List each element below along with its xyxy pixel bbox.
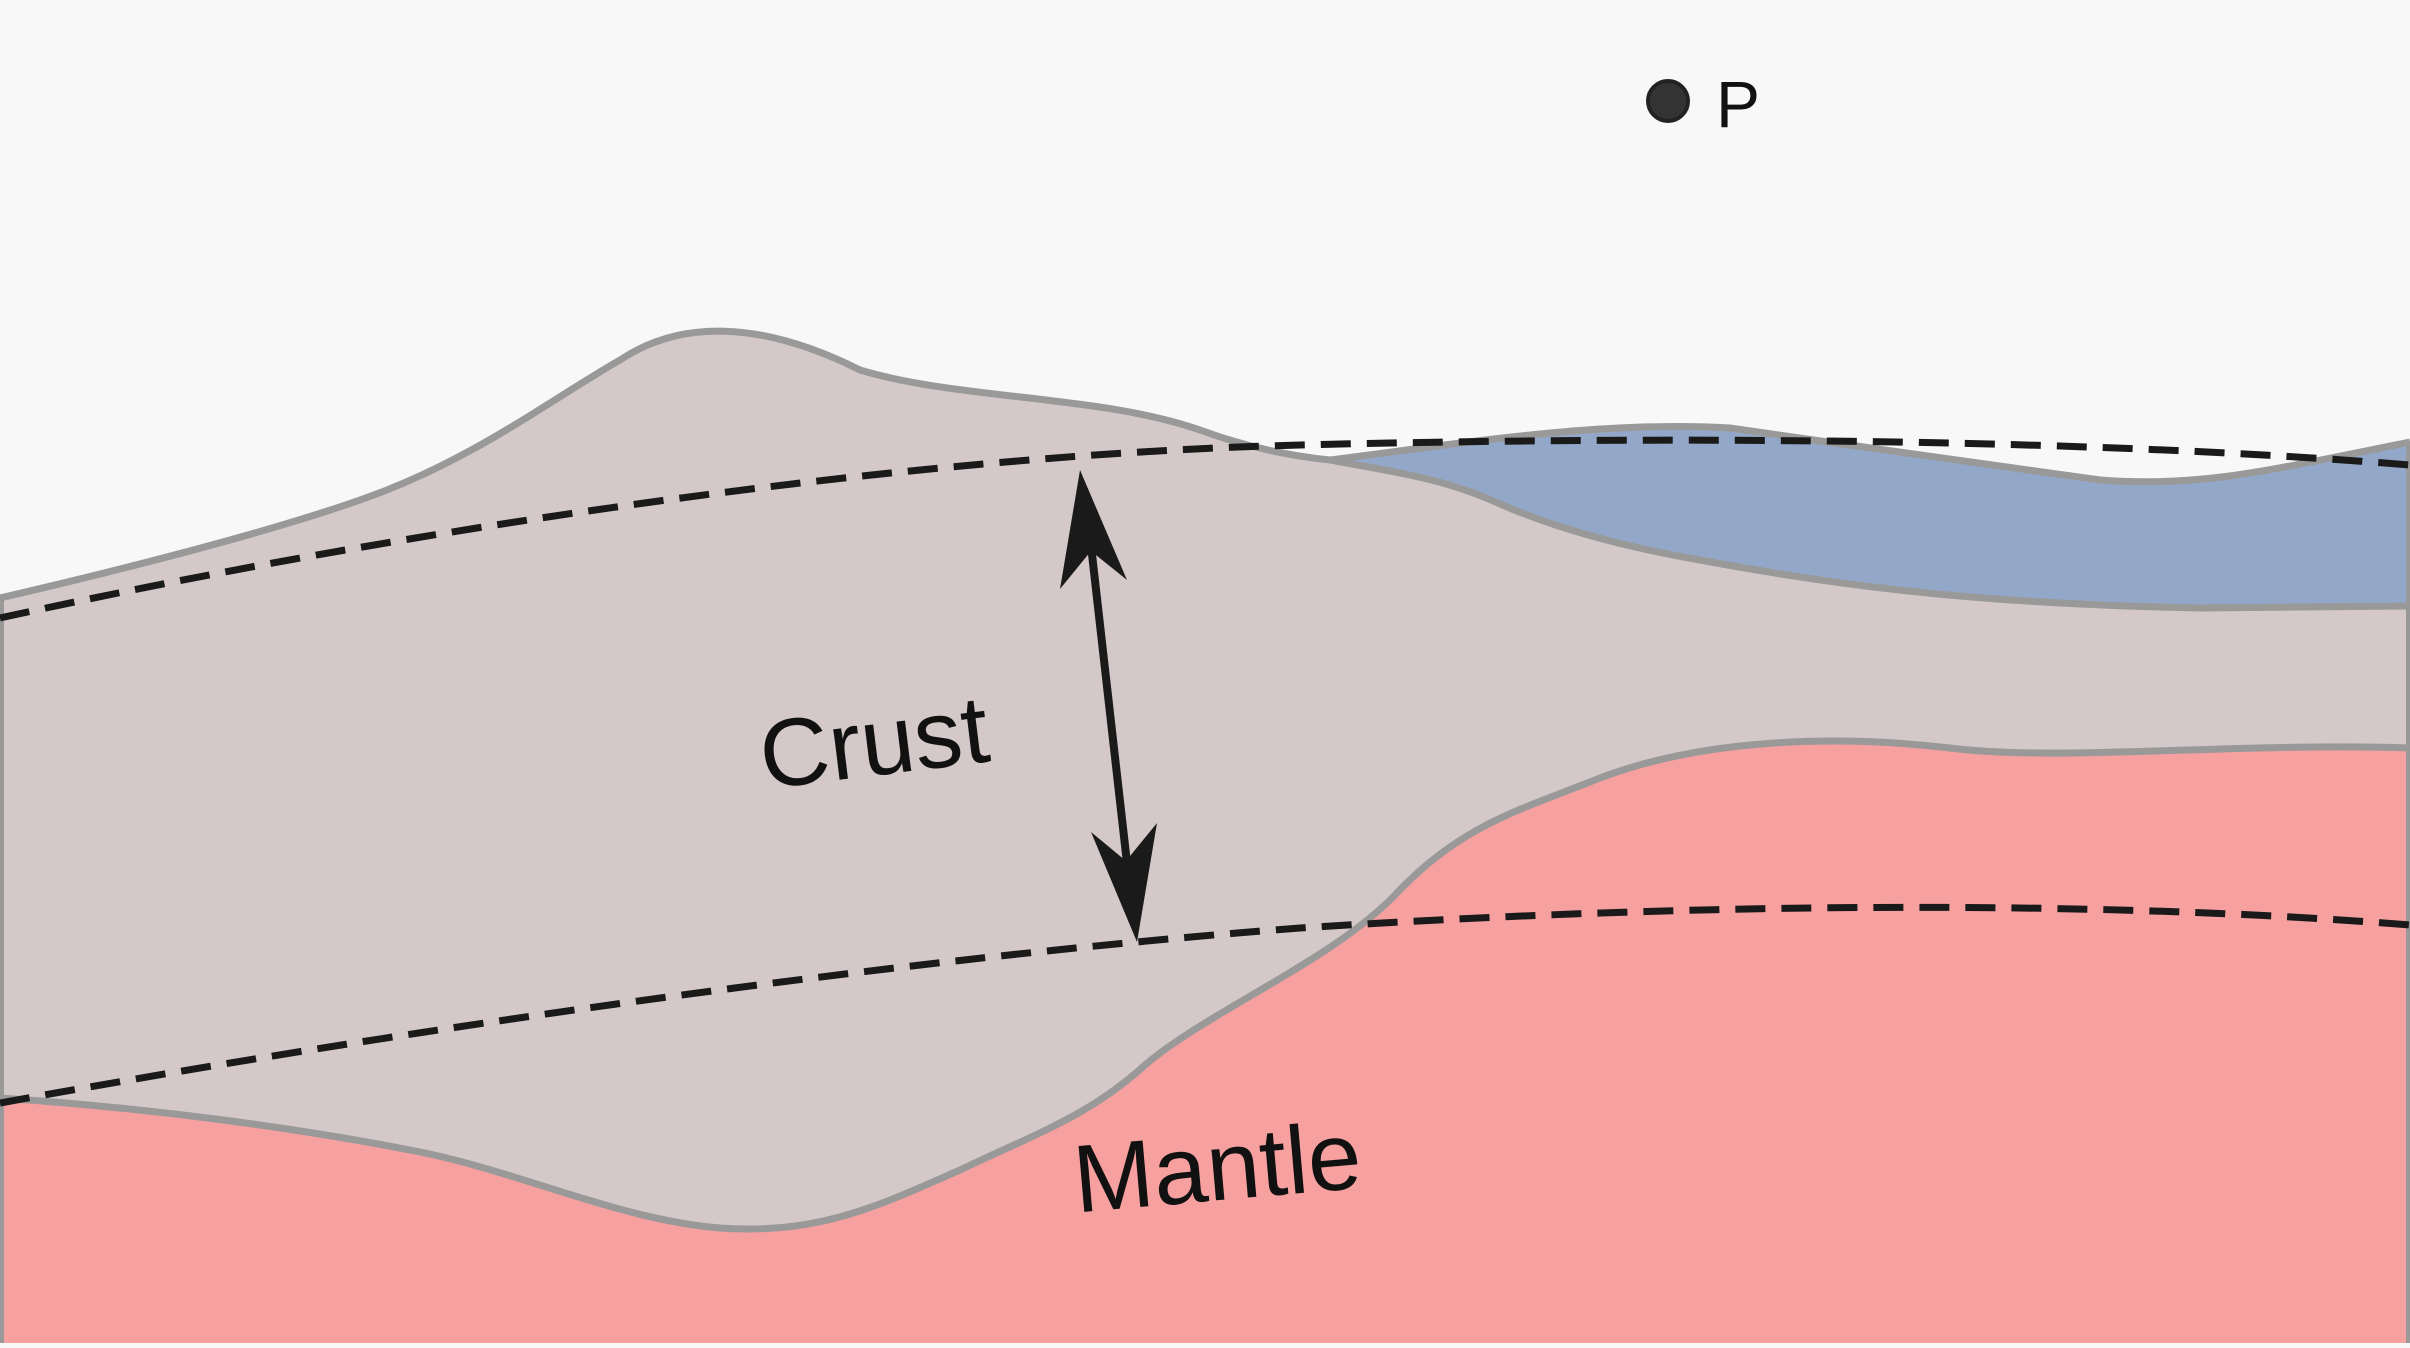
water-region (1330, 426, 2410, 608)
arrow-head-up (1060, 470, 1127, 589)
point-label: P (1716, 67, 1760, 141)
arrow-head-down (1091, 823, 1157, 942)
surface-boundary (0, 327, 2410, 602)
thickness-arrow (1060, 470, 1157, 942)
point-marker (1646, 79, 1690, 123)
arrow-shaft (1083, 509, 1132, 873)
crust-base-under-water-boundary (1329, 456, 2410, 612)
lower-dashed-line (0, 903, 2410, 1107)
mantle-label: Mantle (1069, 1102, 1365, 1234)
upper-dashed-line (0, 436, 2410, 622)
moho-boundary (0, 737, 2410, 1233)
mantle-region (0, 741, 2410, 1343)
